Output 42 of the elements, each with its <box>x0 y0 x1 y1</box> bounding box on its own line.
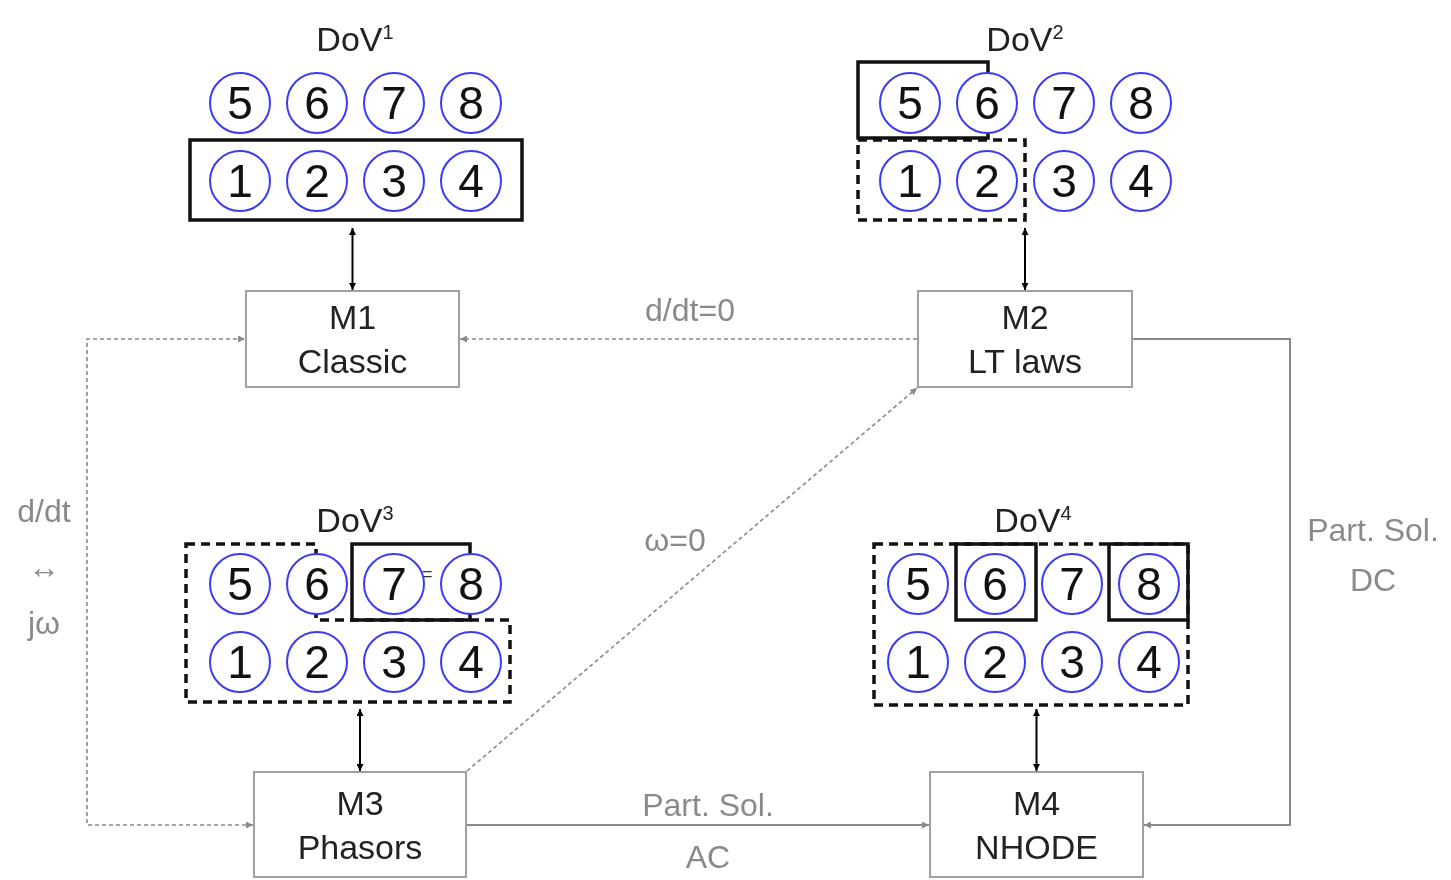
numbered-circle: 4 <box>1110 150 1172 212</box>
numbered-circle: 8 <box>1110 72 1172 134</box>
connector-arrow <box>1132 338 1291 829</box>
edge-label: d/dt ↔ jω <box>16 492 72 643</box>
edge-label: Part. Sol. AC <box>641 786 775 877</box>
numbered-circle: 8 <box>440 72 502 134</box>
model-description: Phasors <box>297 826 423 868</box>
model-description: Classic <box>297 341 408 382</box>
group-title: DoV$^{1}$ <box>315 19 395 60</box>
connector-arrow <box>356 708 364 772</box>
model-name: M4 <box>1012 782 1061 824</box>
connector-arrow <box>349 227 356 291</box>
model-name: M1 <box>328 297 377 338</box>
numbered-circle: 3 <box>1033 150 1095 212</box>
model-box <box>253 771 467 878</box>
model-description: NHODE <box>975 826 1098 868</box>
numbered-circle: 6 <box>286 553 348 615</box>
group-title: DoV$^{2}$ <box>985 19 1065 60</box>
numbered-circle: 6 <box>286 72 348 134</box>
numbered-circle: 6 <box>956 72 1018 134</box>
group-title: DoV$^{3}$ <box>315 500 395 541</box>
connector-arrow <box>459 335 918 343</box>
numbered-circle: 7 <box>1033 72 1095 134</box>
numbered-circle: 5 <box>879 72 941 134</box>
numbered-circle: 5 <box>209 72 271 134</box>
numbered-circle: 7 <box>363 72 425 134</box>
numbered-circle: 8 <box>440 553 502 615</box>
connector-arrow <box>86 335 254 829</box>
edge-label: ω=0 <box>643 521 707 560</box>
model-box <box>929 771 1144 878</box>
edge-label: d/dt=0 <box>644 291 736 330</box>
model-box <box>917 290 1133 388</box>
group-title: DoV$^{4}$ <box>993 500 1073 541</box>
model-description: LT laws <box>968 341 1082 382</box>
model-name: M3 <box>336 782 384 824</box>
model-box <box>245 290 460 388</box>
connector-arrow <box>1021 227 1029 291</box>
connector-arrow <box>1033 708 1040 772</box>
edge-label: Part. Sol. DC <box>1306 511 1440 600</box>
model-name: M2 <box>1001 297 1049 338</box>
connector-arrow <box>466 387 918 772</box>
connector-arrow <box>466 821 930 829</box>
